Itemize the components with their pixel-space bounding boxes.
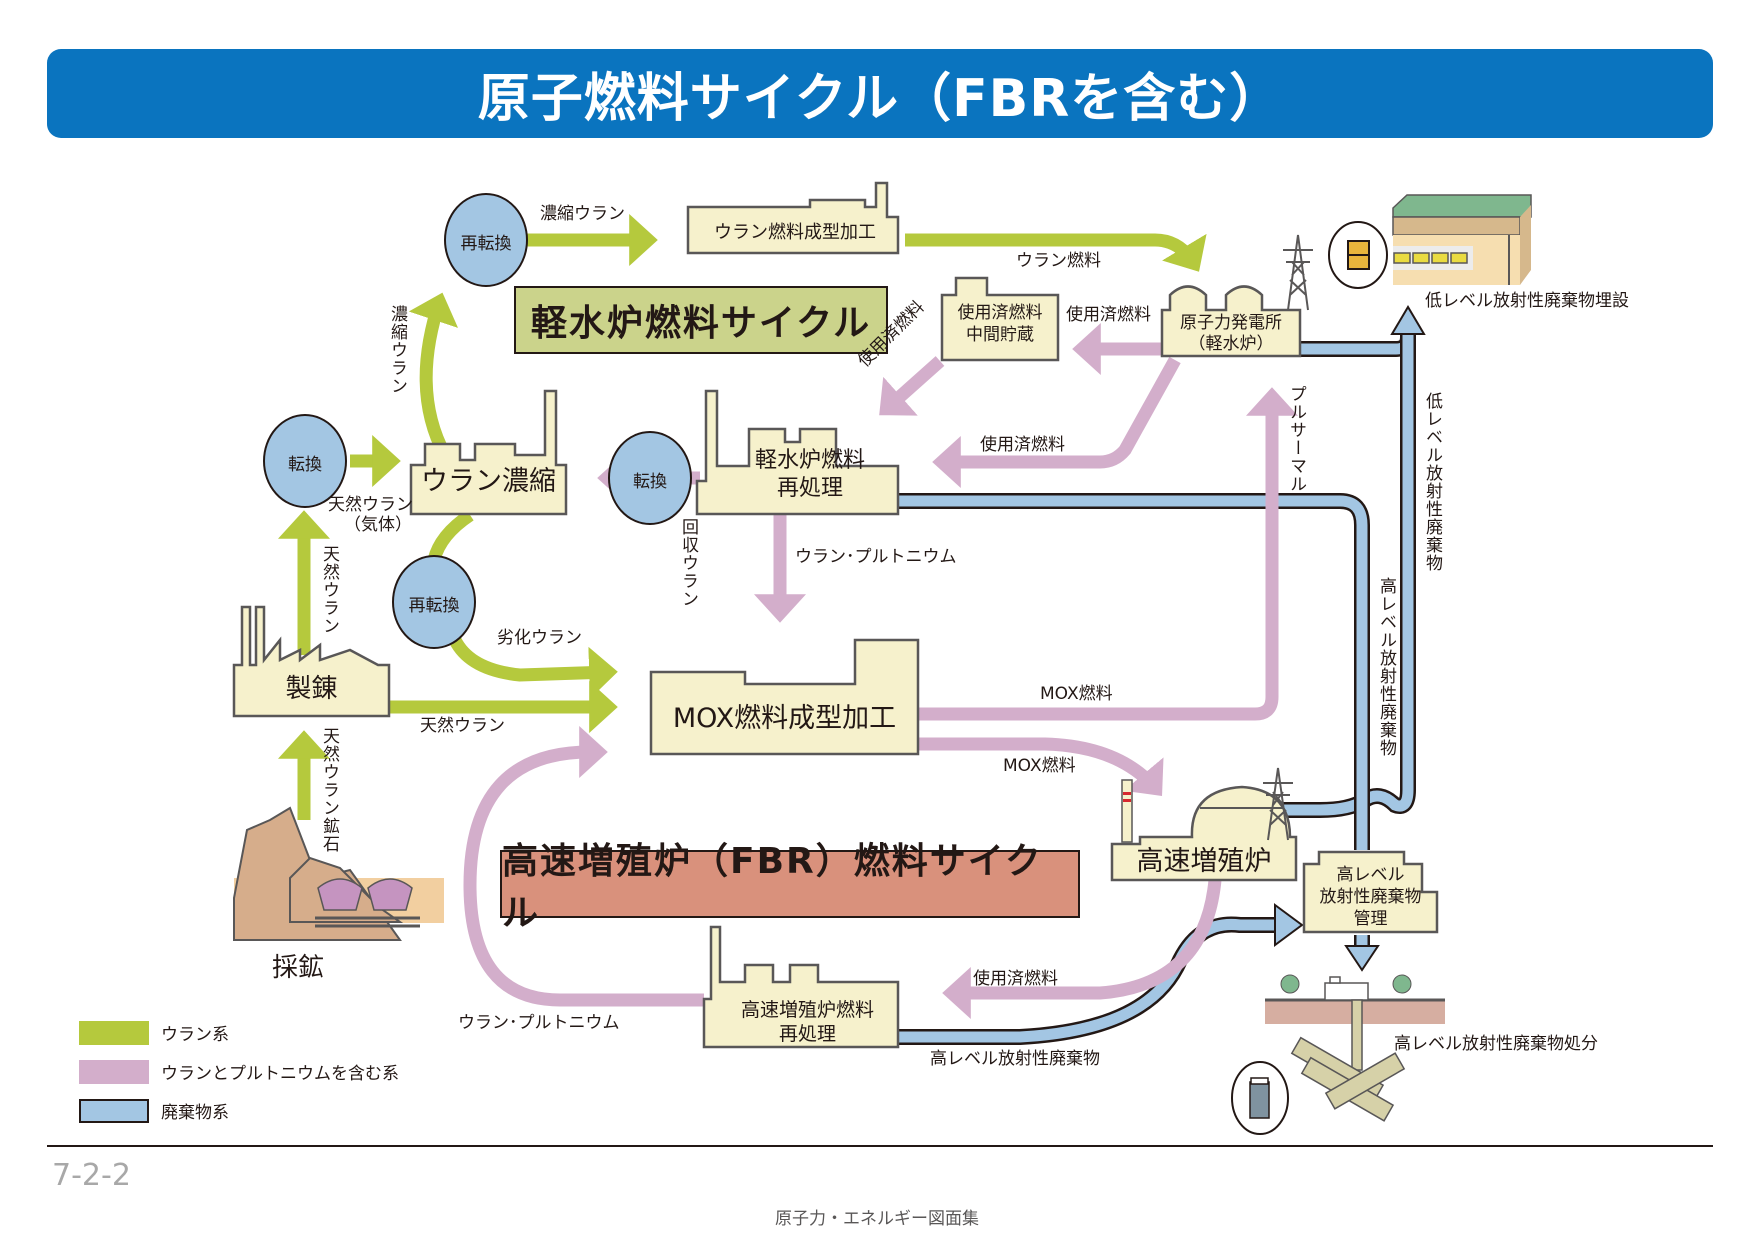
plutonium-flows	[463, 323, 1298, 1019]
flow-label-enriched-u: 濃縮ウラン	[540, 204, 625, 224]
flow-label-enriched-u-v: 濃縮ウラン	[387, 305, 407, 395]
fbr-chimney	[1121, 779, 1133, 843]
flow-label-u-pu-down: ウラン･プルトニウム	[795, 547, 957, 567]
legend-label: ウラン系	[161, 1025, 229, 1045]
flow-label-natural-u-v: 天然ウラン	[319, 545, 339, 635]
mining-mountain-icon	[233, 806, 444, 941]
legend-item-uranium-plutonium: ウランとプルトニウムを含む系	[79, 1059, 399, 1084]
legend-swatch-uranium-plutonium	[79, 1059, 149, 1084]
label-fbr-reproc-1: 高速増殖炉燃料	[740, 999, 874, 1021]
flow-label-natural-u-ore: 天然ウラン鉱石	[319, 727, 339, 853]
label-storage-1: 使用済燃料	[957, 303, 1043, 323]
flow-enrichment-to-reconversion	[408, 292, 459, 459]
transmission-tower-icon	[1263, 234, 1313, 841]
llw-burial-facility-icon	[1392, 194, 1532, 285]
flow-label-depleted-u: 劣化ウラン	[497, 628, 582, 648]
label-hlw-disposal: 高レベル放射性廃棄物処分	[1394, 1034, 1598, 1054]
flow-fbr-reproc-to-hlw	[898, 916, 1280, 1045]
footer-title: 原子力・エネルギー図面集	[775, 1209, 979, 1229]
flow-depleted-u	[449, 636, 618, 699]
flow-storage-to-reproc	[879, 356, 945, 416]
label-hlw-mgmt-1: 高レベル	[1336, 865, 1405, 885]
facility-mox-fab	[649, 638, 920, 756]
legend-item-uranium: ウラン系	[79, 1020, 229, 1045]
flow-label-hlw-v: 高レベル放射性廃棄物	[1376, 577, 1396, 757]
flow-label-u-pu-fbr: ウラン･プルトニウム	[458, 1013, 620, 1033]
facility-interim-storage	[940, 276, 1060, 362]
label-storage-2: 中間貯蔵	[966, 325, 1034, 345]
facility-hlw-mgmt	[1302, 850, 1439, 934]
arrowhead-llw	[1390, 305, 1426, 335]
label-npp-1: 原子力発電所	[1180, 313, 1282, 333]
legend-swatch-uranium	[79, 1020, 149, 1045]
title-banner: 原子燃料サイクル（FBRを含む）	[47, 49, 1713, 138]
label-lwr-reproc-1: 軽水炉燃料	[754, 448, 865, 473]
flow-label-mox-fuel-bottom: MOX燃料	[1003, 756, 1076, 776]
flow-label-recovered-u: 回収ウラン	[678, 518, 698, 608]
label-fbr: 高速増殖炉	[1136, 846, 1272, 877]
fbr-cycle-title: 高速増殖炉（FBR）燃料サイクル	[500, 841, 1080, 934]
flow-pluthermal	[918, 387, 1298, 721]
facility-fbr	[1110, 785, 1298, 882]
label-lwr-reproc-2: 再処理	[776, 476, 843, 501]
label-llw-burial: 低レベル放射性廃棄物埋設	[1425, 291, 1629, 311]
facility-lwr-reprocessing	[695, 389, 900, 516]
circle-reconversion-top	[444, 193, 528, 287]
label-mox-fab: MOX燃料成型加工	[672, 703, 897, 734]
facilities	[232, 181, 1439, 1049]
hlw-disposal-site-icon	[1265, 974, 1445, 1122]
flow-npp-to-reproc	[932, 356, 1181, 488]
facility-uranium-fab	[686, 181, 900, 255]
arrowhead-hlw-in	[1274, 903, 1304, 947]
label-conversion-1: 転換	[288, 455, 322, 475]
label-uranium-fab: ウラン燃料成型加工	[714, 222, 876, 243]
label-enrichment: ウラン濃縮	[421, 466, 556, 497]
flow-label-mox-fuel-top: MOX燃料	[1040, 684, 1113, 704]
facility-refining	[232, 605, 391, 718]
circle-conversion-1	[263, 414, 347, 508]
label-fbr-reproc-2: 再処理	[778, 1023, 836, 1045]
conversion-circles	[263, 193, 692, 649]
flow-label-hlw-fbr: 高レベル放射性廃棄物	[930, 1049, 1100, 1069]
facility-enrichment	[409, 389, 568, 516]
legend-item-waste: 廃棄物系	[79, 1098, 229, 1123]
flow-mox-to-fbr	[918, 737, 1164, 796]
flow-fbr-reproc-to-mox	[463, 726, 704, 1007]
label-hlw-mgmt-2: 放射性廃棄物	[1319, 887, 1422, 907]
flow-label-natural-u-gas-2: （気体）	[344, 515, 412, 535]
page-number: 7-2-2	[52, 1158, 131, 1193]
flow-ufab-to-npp	[905, 233, 1207, 272]
facility-fbr-reprocessing	[702, 925, 900, 1049]
legend-swatch-waste	[79, 1098, 149, 1123]
circle-reconversion-bottom	[392, 555, 476, 649]
label-hlw-mgmt-3: 管理	[1353, 909, 1388, 929]
flow-fbr-to-fbr-reproc	[942, 879, 1222, 1019]
arrowhead-hlw-down	[1344, 945, 1380, 972]
label-refining: 製錬	[285, 674, 338, 704]
label-npp-2: （軽水炉）	[1188, 334, 1274, 354]
flow-label-pluthermal: プルサーマル	[1286, 385, 1306, 493]
legend-label: 廃棄物系	[161, 1103, 229, 1123]
flow-label-spent-fuel-fbr: 使用済燃料	[973, 969, 1058, 989]
flow-enrichment-to-reconversion-b	[427, 509, 474, 562]
flow-label-natural-u-h: 天然ウラン	[420, 716, 505, 736]
label-reconversion-top: 再転換	[460, 234, 512, 254]
legend-label: ウランとプルトニウムを含む系	[161, 1064, 399, 1084]
flow-label-natural-u-gas-1: 天然ウラン	[328, 495, 413, 515]
label-reconversion-bottom: 再転換	[408, 596, 460, 616]
footer-divider	[47, 1145, 1713, 1147]
label-conversion-2: 転換	[633, 472, 667, 492]
lwr-cycle-title: 軽水炉燃料サイクル	[514, 286, 888, 354]
flow-label-spent-fuel-storage: 使用済燃料	[1066, 305, 1151, 325]
label-mining: 採鉱	[271, 953, 324, 983]
page-title: 原子燃料サイクル（FBRを含む）	[477, 69, 1283, 129]
facility-npp	[1160, 285, 1302, 358]
flow-label-uranium-fuel: ウラン燃料	[1016, 251, 1101, 271]
flow-label-llw-v: 低レベル放射性廃棄物	[1422, 392, 1442, 572]
flow-label-spent-fuel-reproc: 使用済燃料	[980, 435, 1065, 455]
circle-conversion-2	[608, 431, 692, 525]
